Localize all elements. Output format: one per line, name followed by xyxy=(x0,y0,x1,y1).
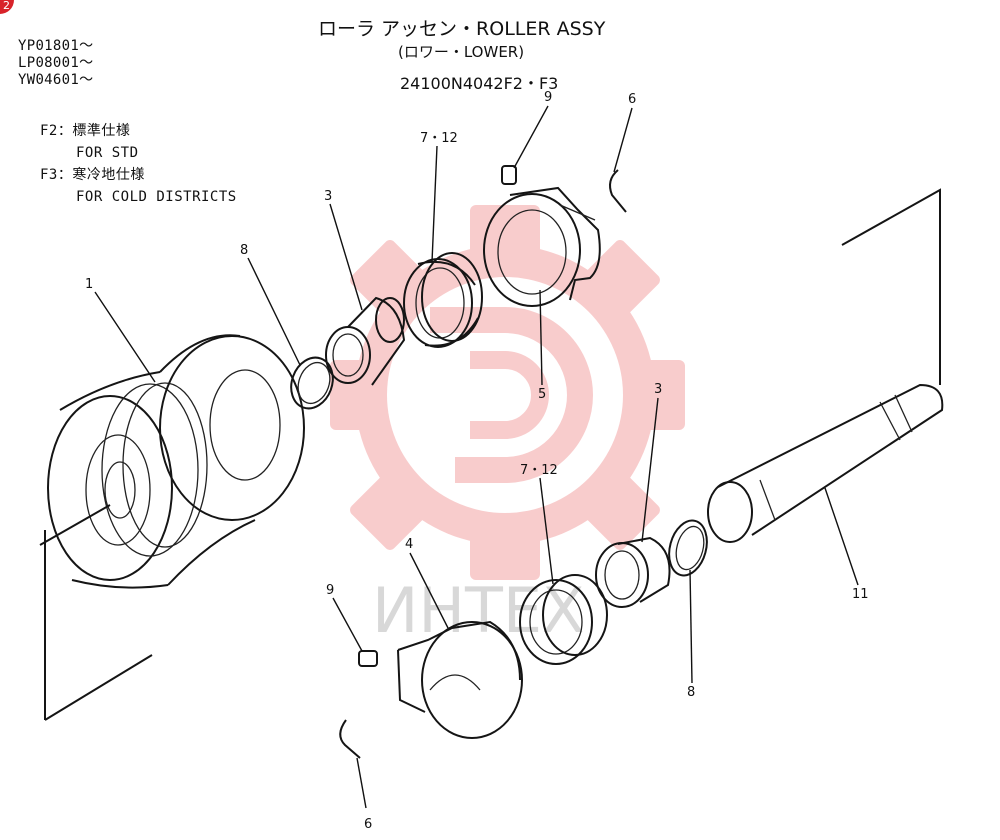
seal-lower-part xyxy=(519,574,608,665)
callout-plug-lower: 9 xyxy=(326,583,334,598)
watermark-text: ИНТЕХ xyxy=(372,574,585,647)
plug-upper-part xyxy=(501,165,517,185)
callout-o-ring-left: 8 xyxy=(240,243,248,258)
part-number: 24100N4042F2・F3 xyxy=(400,74,559,93)
watermark-gear-logo xyxy=(330,205,685,580)
serial-3: YW04601～ xyxy=(18,72,94,88)
serial-2: LP08001～ xyxy=(18,55,94,71)
shaft-part xyxy=(707,188,944,543)
callout-shaft: 11 xyxy=(852,587,869,602)
bushing-upper-part xyxy=(325,296,406,386)
callout-o-ring-right: 8 xyxy=(687,685,695,700)
note-f2-label: F2：標準仕様 xyxy=(40,123,131,139)
bushing-lower-part xyxy=(595,536,671,608)
callout-ring-lower: 6 xyxy=(364,817,372,832)
callout-roller: 1 xyxy=(85,277,93,292)
o-ring-right-part xyxy=(668,519,708,577)
collar-lower-part xyxy=(397,620,523,739)
ring-upper-part xyxy=(609,169,627,213)
callout-seal-upper: 7・12 xyxy=(420,131,458,146)
callout-bushing-lower: 3 xyxy=(654,382,662,397)
callout-bushing-upper: 3 xyxy=(324,189,332,204)
callout-labels: 1 8 3 7・12 9 6 5 3 7・12 4 9 6 8 11 xyxy=(85,90,869,832)
o-ring-left-part xyxy=(290,356,334,410)
callout-ring-upper: 6 xyxy=(628,92,636,107)
callout-plug-upper: 9 xyxy=(544,90,552,105)
roller-part xyxy=(39,334,305,721)
plug-lower-part xyxy=(358,650,378,667)
seal-upper-part xyxy=(403,252,483,348)
title-line-1: ローラ アッセン・ROLLER ASSY xyxy=(318,18,606,40)
collar-upper-part xyxy=(483,186,601,307)
note-f3-label: F3：寒冷地仕様 xyxy=(40,167,145,183)
note-f2-desc: FOR STD xyxy=(76,145,139,161)
title-line-2: (ロワー・LOWER) xyxy=(398,43,525,61)
leader-lines xyxy=(94,105,859,809)
note-f3-desc: FOR COLD DISTRICTS xyxy=(76,189,237,205)
callout-collar-upper: 5 xyxy=(538,387,546,402)
callout-collar-lower: 4 xyxy=(405,537,413,552)
callout-seal-lower: 7・12 xyxy=(520,463,558,478)
ring-lower-part xyxy=(339,719,361,759)
serial-1: YP01801～ xyxy=(18,38,94,54)
